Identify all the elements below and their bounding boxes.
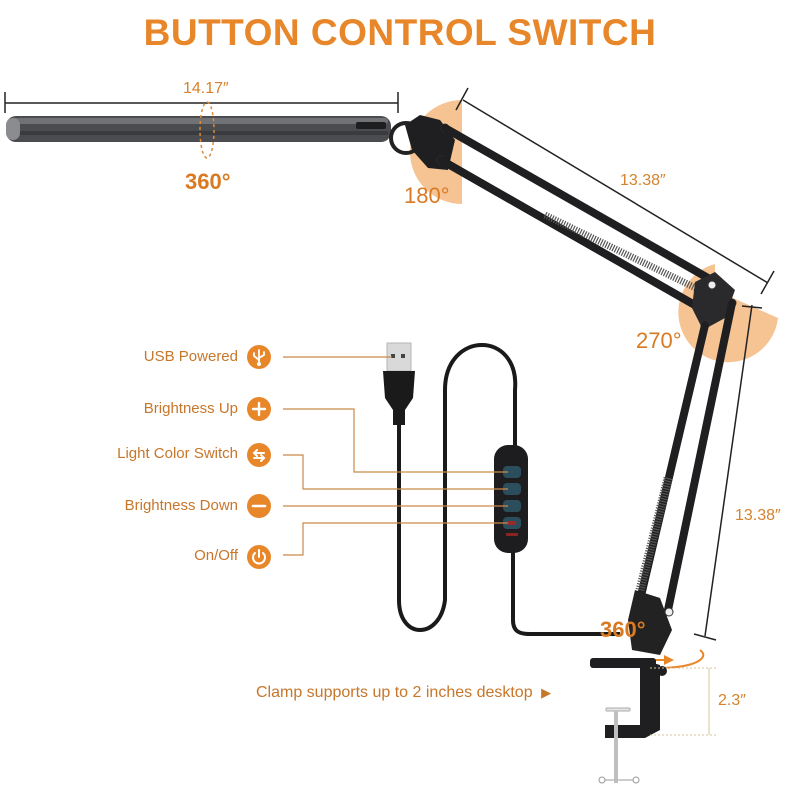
usb-icon [247,345,271,369]
minus-icon [247,494,271,518]
control-label-usb: USB Powered [143,348,238,365]
upper-arm-dimension-line [455,87,775,295]
upper-arm [437,124,719,312]
head-dimension-line [4,92,399,113]
clamp-height-label: 2.3″ [718,692,746,709]
head-rotation-label: 360° [185,169,231,194]
control-label-color-switch: Light Color Switch [117,445,238,462]
inline-switch [494,445,528,553]
clamp-note: Clamp supports up to 2 inches desktop ▶ [256,684,551,702]
control-label-brightness-up: Brightness Up [143,400,238,417]
elbow-joint-bracket [692,272,735,330]
upper-spring [543,211,702,294]
power-cable [397,343,518,632]
elbow-rotation-label: 270° [636,328,682,353]
desk-clamp [590,658,667,784]
page-title: BUTTON CONTROL SWITCH [143,12,657,53]
head-rotation-ellipse [199,101,215,159]
lower-spring [635,476,673,592]
swap-arrows-icon [247,443,271,467]
leader-lines [283,356,508,556]
head-length-label: 14.17″ [183,80,229,97]
triangle-pointer-icon: ▶ [541,685,552,700]
clamp-note-text: Clamp supports up to 2 inches desktop [256,684,533,701]
head-joint-rotation-label: 180° [404,183,450,208]
base-rotation-label: 360° [600,617,646,642]
lower-arm-dimension-line [693,304,763,641]
control-label-power: On/Off [194,547,238,564]
lamp-head [6,116,391,142]
usb-plug [383,342,415,425]
upper-arm-length-label: 13.38″ [620,172,666,189]
power-icon [247,545,271,569]
lower-arm-length-label: 13.38″ [735,507,781,524]
plus-icon [247,397,271,421]
base-joint [628,590,672,655]
control-label-brightness-down: Brightness Down [124,497,238,514]
clamp-height-dimension [650,667,716,736]
